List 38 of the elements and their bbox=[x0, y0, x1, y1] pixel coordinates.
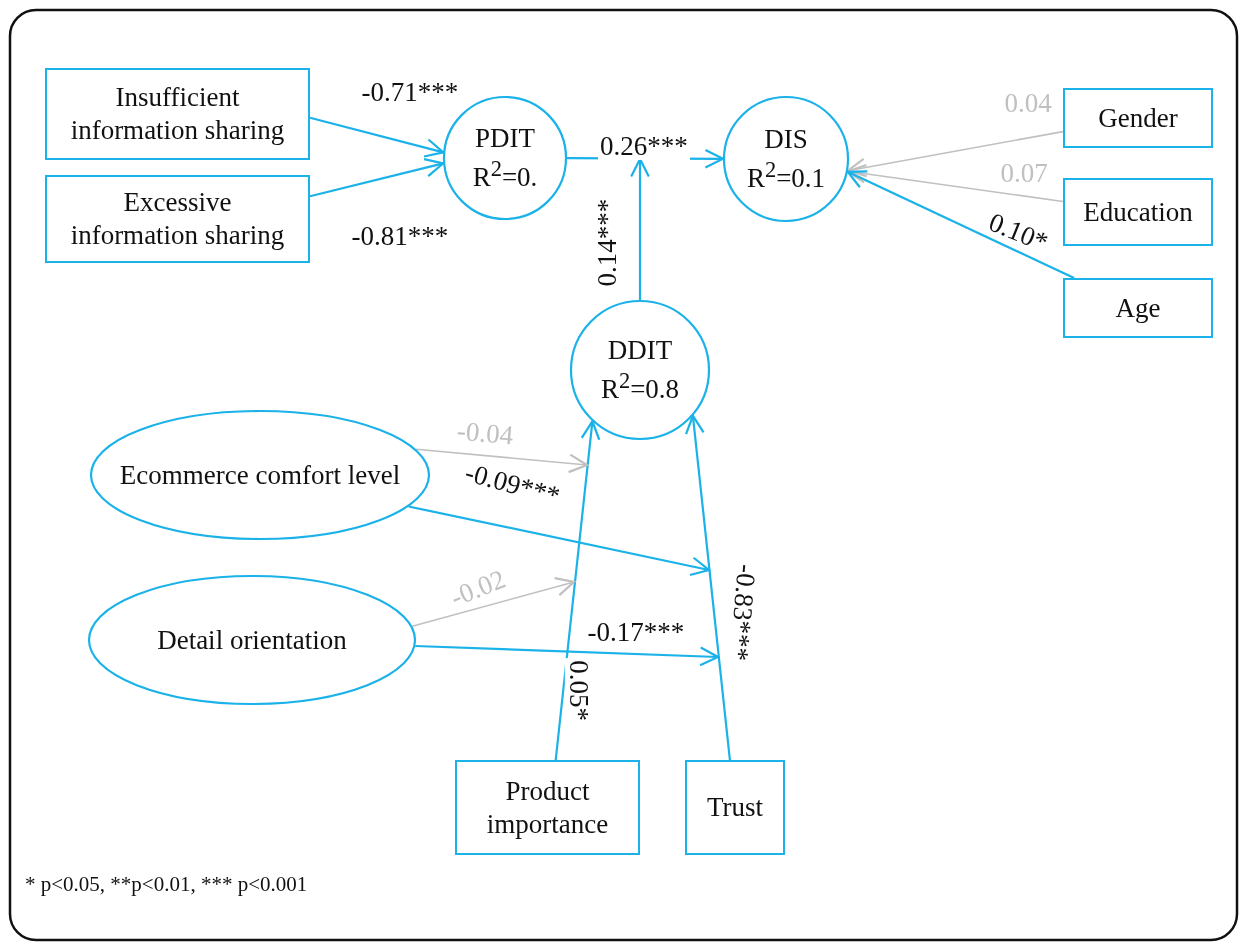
node-text: DDIT bbox=[607, 334, 673, 367]
node-text: R$^{2}$=0.8 bbox=[600, 367, 680, 406]
node-text: Detail orientation bbox=[157, 623, 347, 657]
node-text: Education bbox=[1083, 195, 1193, 229]
node-text: Age bbox=[1115, 291, 1161, 325]
arrow bbox=[415, 644, 720, 667]
arrow bbox=[846, 130, 1064, 178]
node-text: DIS bbox=[764, 123, 808, 156]
arrow bbox=[408, 505, 711, 577]
significance-note: * p<0.05, **p<0.01, *** p<0.001 bbox=[25, 872, 308, 897]
variable-box bbox=[1063, 178, 1213, 246]
node-text: Insufficient information sharing bbox=[69, 81, 286, 147]
arrow bbox=[554, 420, 601, 761]
arrow bbox=[630, 157, 650, 300]
latent-variable-circle bbox=[723, 96, 849, 222]
node-text: R$^{2}$=0.1 bbox=[746, 156, 826, 195]
node-text: Ecommerce comfort level bbox=[119, 458, 401, 492]
arrow bbox=[309, 116, 445, 158]
arrow bbox=[415, 448, 589, 474]
node-text: R$^{2}$=0. bbox=[472, 155, 538, 194]
variable-box bbox=[45, 68, 310, 160]
variable-box bbox=[1063, 278, 1213, 338]
node-text: Trust bbox=[706, 791, 763, 824]
node-text: Product importance bbox=[485, 774, 610, 841]
arrow bbox=[309, 157, 445, 198]
variable-box bbox=[45, 175, 310, 263]
node-text: Gender bbox=[1098, 101, 1178, 135]
latent-variable-circle bbox=[570, 300, 710, 440]
arrow bbox=[846, 170, 1075, 279]
arrow bbox=[684, 414, 731, 761]
arrow bbox=[411, 577, 576, 627]
variable-ellipse bbox=[88, 575, 416, 705]
variable-box bbox=[1063, 88, 1213, 148]
node-text: Excessive information sharing bbox=[69, 186, 286, 252]
variable-box bbox=[455, 760, 640, 855]
variable-box bbox=[685, 760, 785, 855]
node-text: PDIT bbox=[475, 122, 535, 155]
variable-ellipse bbox=[90, 410, 430, 540]
